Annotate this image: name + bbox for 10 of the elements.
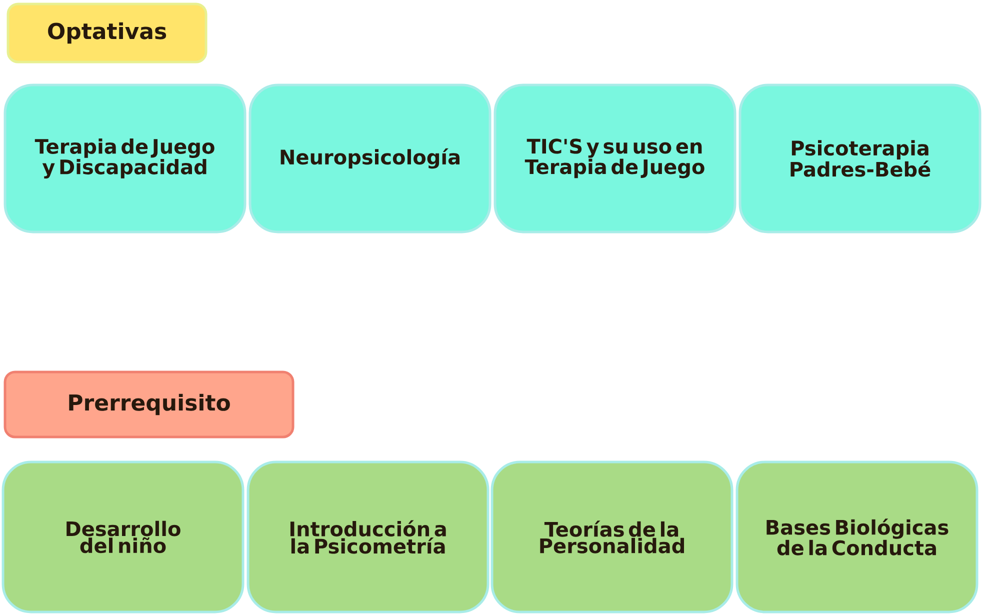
course-box: Neuropsicología xyxy=(248,84,492,234)
course-box: Terapia de Juego y Discapacidad xyxy=(4,84,246,234)
course-box: Psicoterapia Padres-Bebé xyxy=(738,84,982,234)
header-label: Prerrequisito xyxy=(4,370,294,438)
course-box: Teorías de la Personalidad xyxy=(490,460,734,614)
course-box: Desarrollo del niño xyxy=(2,460,244,614)
header-label: Optativas xyxy=(6,2,208,64)
course-box: Introducción a la Psicometría xyxy=(246,460,490,614)
course-box: TIC'S y su uso en Terapia de Juego xyxy=(494,84,736,234)
course-box: Bases Biológicas de la Conducta xyxy=(736,460,978,614)
